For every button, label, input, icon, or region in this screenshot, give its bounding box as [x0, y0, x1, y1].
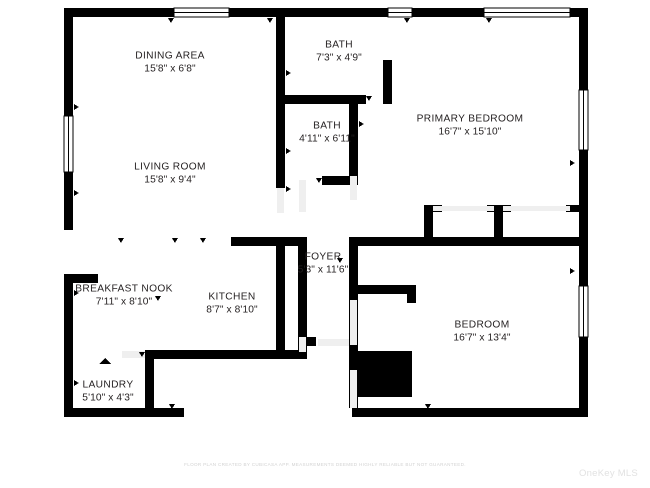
wall-kitchen-top	[231, 237, 307, 246]
wall-bath-primary-east	[349, 104, 358, 176]
tick-laundry-door	[139, 352, 145, 357]
tick-foyer-top	[289, 238, 295, 243]
tick-primary-window	[404, 18, 410, 23]
door-tick-group	[74, 18, 575, 409]
wall-kitchen-bottom	[145, 350, 305, 359]
tick-kitchen-bottom	[167, 352, 173, 357]
tick-laundry-bottom	[169, 404, 175, 409]
tick-right-wall	[570, 160, 575, 166]
tick-bedroom-bottom	[425, 404, 431, 409]
tick-kitchen-top2	[200, 238, 206, 243]
window-right-bedroom	[578, 285, 589, 338]
tick-primary-bottom	[425, 240, 431, 245]
disclaimer-text: FLOOR PLAN CREATED BY CUBICASA APP. MEAS…	[184, 462, 466, 467]
room-dimensions: 5'3" x 11'6"	[297, 264, 349, 276]
tick-primary-window-2	[486, 18, 492, 23]
tick-spine	[286, 96, 291, 102]
wall-bottom-right	[352, 408, 588, 417]
wall-closet-head-b	[487, 205, 511, 212]
wall-laundry-right	[145, 350, 154, 417]
window-group	[63, 7, 589, 338]
wall-bath-hall-bottom	[276, 95, 366, 104]
tick-laundry	[74, 380, 79, 386]
wall-right-b	[579, 150, 588, 286]
window-left-living	[63, 115, 74, 173]
room-label-foyer: FOYER 5'3" x 11'6"	[298, 251, 349, 276]
wall-top-c	[412, 8, 476, 17]
wall-bottom-left	[64, 408, 184, 417]
wall-bedroom-niche-top	[358, 285, 416, 294]
solid-block-stairs	[357, 351, 412, 397]
tick-primary-bath-door	[359, 121, 364, 127]
wall-kitchen-east	[298, 237, 307, 359]
window-top-dining	[173, 7, 230, 18]
window-top-bath	[387, 7, 413, 18]
window-right-primary	[578, 89, 589, 151]
tick-right-wall2	[570, 268, 575, 274]
tick-bath-window	[267, 18, 273, 23]
tick-nook-kitchen	[155, 296, 161, 301]
wall-foyer-east	[349, 246, 358, 337]
wall-bath-hall-ne	[383, 8, 392, 17]
wall-top-c2	[475, 8, 484, 17]
wall-foyer-west-b	[276, 337, 285, 359]
wall-closet-head-c	[566, 205, 580, 212]
tick-left-wall	[74, 104, 79, 110]
tick-left-lower	[74, 190, 79, 196]
tick-living-lower	[118, 238, 124, 243]
door-group	[122, 176, 357, 408]
wall-foyer-west-a	[276, 237, 285, 337]
wall-foyer-west-foot	[276, 350, 306, 359]
wall-right-a	[579, 8, 588, 90]
tick-hallbath-bottom	[366, 96, 372, 101]
room-name: FOYER	[304, 251, 342, 263]
mls-watermark: OneKey MLS	[579, 468, 638, 479]
tick-primary-bottom2	[488, 240, 494, 245]
wall-left-b	[64, 172, 73, 230]
tick-dining-window	[168, 18, 174, 23]
wall-left-d	[64, 367, 73, 417]
tick-bath-2	[286, 148, 291, 154]
wall-nook-top-left-jog	[64, 274, 98, 283]
wall-top-b	[229, 8, 382, 17]
wall-bath-hall-east	[383, 60, 392, 104]
tick-laundry-door2	[99, 358, 111, 364]
wall-left-a	[64, 8, 73, 116]
tick-kitchen-top	[172, 238, 178, 243]
window-top-primary	[483, 7, 571, 18]
tick-bath-door	[286, 70, 291, 76]
wall-closet-div-a	[424, 205, 433, 238]
wall-left-c	[64, 274, 73, 367]
wall-bath-primary-bottom	[322, 176, 358, 185]
wall-kitchen-east-foot	[298, 337, 316, 346]
foyer-label-clip: FOYER 5'3" x 11'6"	[285, 248, 359, 280]
wall-closet-div-b	[494, 205, 503, 238]
wall-right-c	[579, 337, 588, 417]
tick-nook	[74, 290, 79, 296]
wall-bedroom-niche-side	[407, 285, 416, 303]
wall-primary-bottom	[349, 237, 579, 246]
wall-group	[64, 8, 588, 417]
wall-spine-mid	[276, 95, 285, 188]
tick-kitchen-bottom2	[228, 352, 234, 357]
tick-foyer-right	[337, 258, 343, 263]
tick-primary-bath-b	[316, 178, 322, 183]
tick-foyer-a	[286, 186, 291, 192]
wall-spine-upper	[276, 8, 285, 95]
wall-top-a	[64, 8, 174, 17]
